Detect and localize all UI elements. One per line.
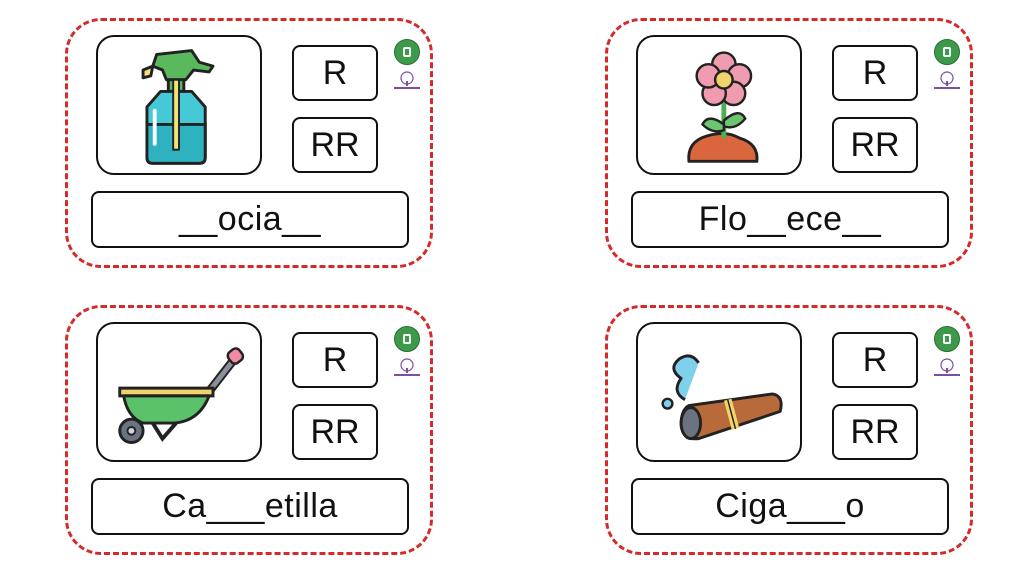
logo-tree-icon: [392, 358, 422, 378]
cigar-icon: [661, 354, 783, 441]
option-rr-button[interactable]: RR: [832, 117, 918, 173]
logo-tree-icon: [392, 71, 422, 91]
option-r-button[interactable]: R: [832, 332, 918, 388]
card-spray-bottle: R RR __ocia__: [65, 18, 433, 268]
wheelbarrow-icon: [118, 347, 245, 444]
logo-tree-icon: [932, 358, 962, 378]
option-rr-button[interactable]: RR: [292, 117, 378, 173]
picture-box: [96, 35, 262, 175]
logo-green-icon: [394, 39, 420, 65]
option-rr-button[interactable]: RR: [292, 404, 378, 460]
picture-box: [636, 35, 802, 175]
word-box: __ocia__: [91, 191, 409, 248]
logo-green-icon: [934, 326, 960, 352]
option-r-button[interactable]: R: [832, 45, 918, 101]
logo-green-icon: [934, 39, 960, 65]
word-box: Flo__ece__: [631, 191, 949, 248]
logo-tree-icon: [932, 71, 962, 91]
picture-box: [636, 322, 802, 462]
picture-box: [96, 322, 262, 462]
card-flower: R RR Flo__ece__: [605, 18, 973, 268]
spray-bottle-icon: [141, 49, 215, 165]
flower-icon: [687, 51, 759, 163]
option-rr-button[interactable]: RR: [832, 404, 918, 460]
card-cigar: R RR Ciga___o: [605, 305, 973, 555]
word-box: Ca___etilla: [91, 478, 409, 535]
card-wheelbarrow: R RR Ca___etilla: [65, 305, 433, 555]
option-r-button[interactable]: R: [292, 332, 378, 388]
word-box: Ciga___o: [631, 478, 949, 535]
logo-green-icon: [394, 326, 420, 352]
option-r-button[interactable]: R: [292, 45, 378, 101]
